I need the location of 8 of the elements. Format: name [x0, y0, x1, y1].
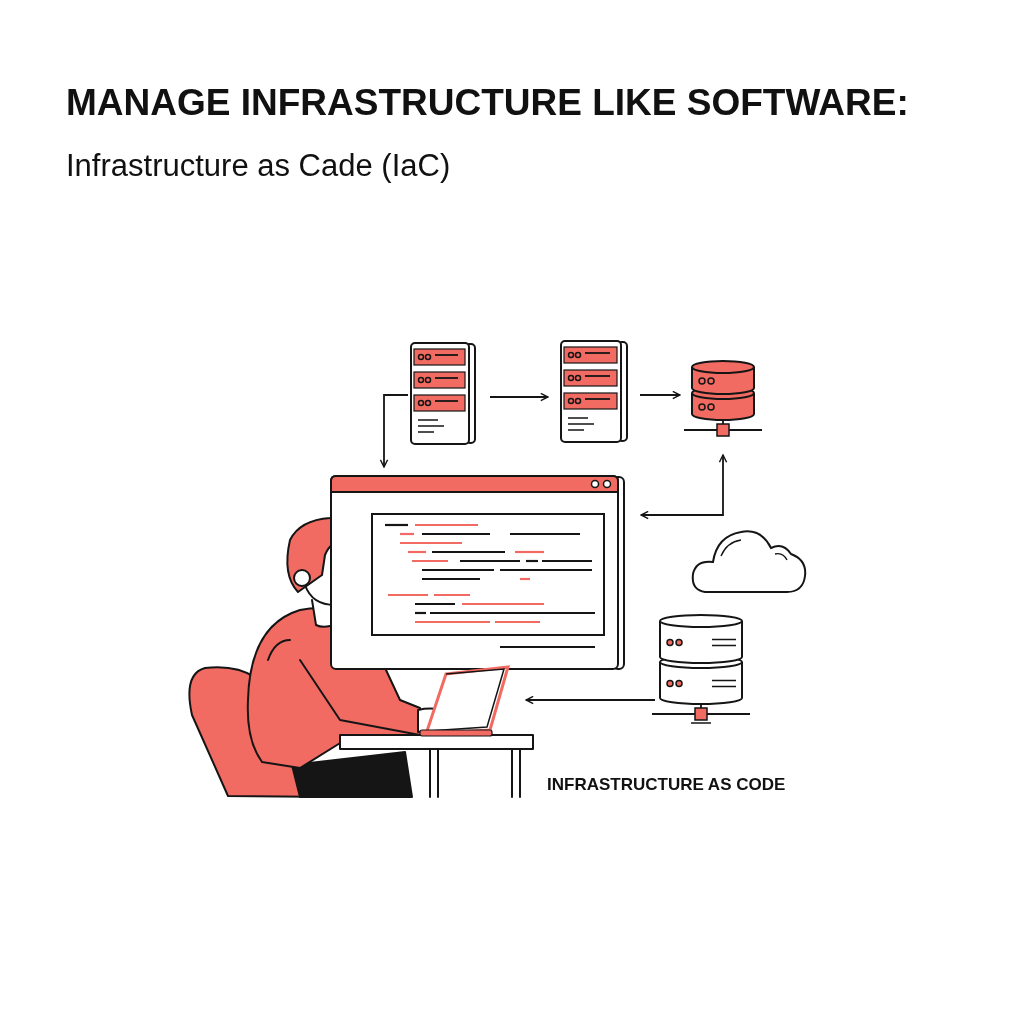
arrow — [379, 394, 409, 468]
subtitle: Infrastructure as Cade (IaC) — [66, 148, 451, 184]
arrow — [489, 392, 549, 402]
arrow — [639, 390, 681, 400]
title: MANAGE INFRASTRUCTURE LIKE SOFTWARE: — [66, 82, 909, 124]
caption-label: INFRASTRUCTURE AS CODE — [547, 775, 786, 795]
arrow — [640, 454, 728, 520]
arrow — [525, 695, 656, 705]
